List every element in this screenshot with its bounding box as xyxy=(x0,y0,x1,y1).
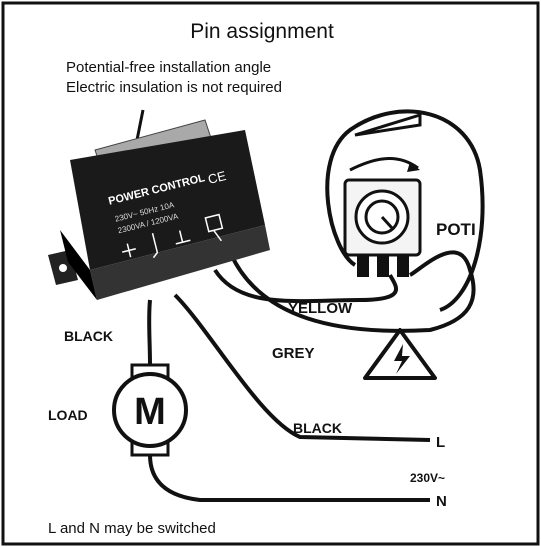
voltage-label: 230V~ xyxy=(410,471,445,485)
motor-symbol: M xyxy=(134,391,166,433)
poti-pin-1 xyxy=(357,255,369,277)
motor-load: M xyxy=(112,363,188,457)
footnote: L and N may be switched xyxy=(48,520,216,537)
device-side xyxy=(90,225,270,300)
poti-shaft-slot xyxy=(380,215,394,230)
high-voltage-warning-icon xyxy=(363,328,437,380)
mounting-hole-left xyxy=(59,264,67,272)
black-wire-to-motor xyxy=(147,299,152,366)
power-control-module: POWER CONTROL 230V~ 50Hz 10A 2300VA / 12… xyxy=(48,119,270,300)
poti-pin-2 xyxy=(377,255,389,277)
potentiometer xyxy=(343,112,422,277)
diagram-title: Pin assignment xyxy=(190,20,334,43)
symbol-line-icon xyxy=(213,229,222,242)
grey-wire-label: GREY xyxy=(272,345,315,362)
rotation-arrow-icon xyxy=(407,162,420,172)
symbol-ground-icon xyxy=(175,230,191,245)
poti-label: POTI xyxy=(436,220,476,239)
grey-wire xyxy=(228,250,476,333)
black-wire-to-l xyxy=(173,293,431,442)
terminal-l-label: L xyxy=(436,434,445,451)
device-end xyxy=(60,230,97,300)
symbol-fuse-icon xyxy=(151,233,159,259)
ce-mark: CE xyxy=(206,168,227,187)
installation-note-line1: Potential-free installation angle xyxy=(66,59,271,76)
black-wire-label-right: BLACK xyxy=(293,420,342,436)
yellow-wire xyxy=(213,268,398,304)
yellow-wire-label: YELLOW xyxy=(288,300,353,317)
poti-loop-wire xyxy=(325,109,485,312)
installation-note-line2: Electric insulation is not required xyxy=(66,79,282,96)
note-pointer-line xyxy=(135,109,145,141)
black-wire-label-top: BLACK xyxy=(64,328,113,344)
motor-circle xyxy=(112,372,188,448)
load-label: LOAD xyxy=(48,407,88,423)
terminal-n-label: N xyxy=(436,493,447,510)
level-ramp-icon xyxy=(354,112,422,137)
poti-pin-3 xyxy=(397,255,409,277)
wire-to-n xyxy=(148,454,430,502)
symbol-box-icon xyxy=(204,213,224,233)
lightning-bolt-icon xyxy=(394,344,410,374)
symbol-plus-icon xyxy=(122,243,136,258)
